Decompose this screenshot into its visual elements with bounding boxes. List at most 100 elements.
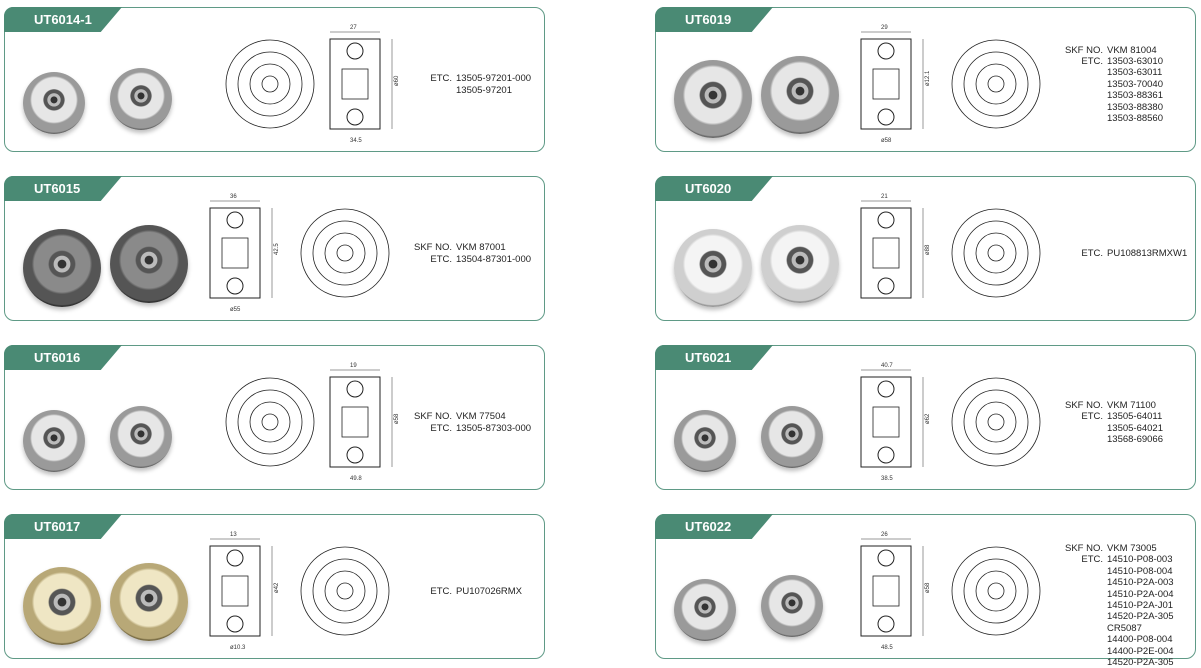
oem-number-row: 13503-88560: [1061, 113, 1163, 124]
bearing-ball: [877, 615, 895, 633]
oem-number-row: 14510-P2A-003: [1061, 577, 1174, 588]
skf-number-row: SKF NO.VKM 77504: [410, 411, 531, 422]
cross-section-outline: [209, 545, 261, 637]
oem-number: 14510-P08-004: [1107, 565, 1173, 577]
skf-number: VKM 71100: [1107, 399, 1156, 411]
bearing-ball: [877, 211, 895, 229]
etc-label: [1061, 102, 1107, 113]
product-code-tab: UT6021: [655, 345, 773, 370]
oem-number-row: ETC.13505-87303-000: [410, 423, 531, 434]
front-view-circle: [975, 232, 1017, 274]
etc-label: [1061, 634, 1107, 645]
dimension-label: 49.8: [350, 476, 362, 482]
front-view-circle: [951, 546, 1041, 636]
dimension-label: 26: [881, 532, 888, 538]
front-view-circle: [237, 389, 303, 455]
front-view-circle: [336, 582, 354, 600]
front-view-circle: [261, 75, 279, 93]
oem-number: 14510-P2A-J01: [1107, 600, 1174, 612]
product-photos: [15, 545, 205, 655]
product-code-tab: UT6015: [4, 176, 122, 201]
oem-number-row: 14400-P08-004: [1061, 634, 1174, 645]
front-view-circle: [300, 208, 390, 298]
pulley-photo: [23, 72, 85, 134]
dimension-label: ø58: [881, 138, 892, 144]
oem-number-row: 13503-63011: [1061, 67, 1163, 78]
bearing-ball: [877, 277, 895, 295]
oem-number-row: ETC.PU107026RMX: [410, 586, 522, 597]
oem-number: 14400-P08-004: [1107, 634, 1173, 646]
oem-number-row: 13568-69066: [1061, 434, 1163, 445]
front-view-circle: [237, 51, 303, 117]
etc-label: ETC.: [430, 585, 452, 597]
pulley-photo: [110, 563, 188, 641]
bearing-ball: [346, 380, 364, 398]
dimension-label: ø12.1: [925, 70, 931, 86]
etc-label: [1061, 589, 1107, 600]
front-view-circle: [324, 570, 366, 612]
etc-label: ETC.: [430, 253, 452, 265]
front-view-circle: [225, 39, 315, 129]
etc-label: [1061, 646, 1107, 657]
dimension-label: 34.5: [350, 138, 362, 144]
dimension-label: ø42: [274, 582, 280, 593]
etc-label: [1061, 577, 1107, 588]
oem-number: 13505-64011: [1107, 411, 1163, 423]
oem-number-row: ETC.13505-97201-000: [410, 73, 531, 84]
front-view-circle: [963, 220, 1029, 286]
dimension-label: 29: [881, 25, 888, 31]
front-view-circle: [300, 546, 390, 636]
front-view-circle: [261, 413, 279, 431]
product-code-tab: UT6020: [655, 176, 773, 201]
pulley-photo: [674, 579, 736, 641]
reference-numbers: ETC.PU107026RMX: [410, 586, 522, 597]
dimension-label: 40.7: [881, 363, 893, 369]
pulley-photo: [674, 60, 752, 138]
skf-number: VKM 77504: [456, 411, 506, 423]
oem-number: 14520-P2A-305: [1107, 657, 1174, 668]
bore-outline: [872, 68, 900, 100]
dimension-label: ø58: [925, 582, 931, 593]
bearing-ball: [226, 615, 244, 633]
bearing-ball: [346, 42, 364, 60]
oem-number: 13505-97201-000: [456, 73, 532, 85]
pulley-photo: [23, 229, 101, 307]
oem-number: 14510-P2A-003: [1107, 577, 1174, 589]
etc-label: [410, 85, 456, 96]
bearing-ball: [226, 277, 244, 295]
front-view-circle: [963, 389, 1029, 455]
bearing-ball: [877, 446, 895, 464]
oem-number-row: ETC.14510-P08-003: [1061, 554, 1174, 565]
cross-section-outline: [209, 207, 261, 299]
bearing-ball: [226, 211, 244, 229]
etc-label: [1061, 90, 1107, 101]
oem-number-row: 14510-P08-004: [1061, 566, 1174, 577]
oem-number: 13504-87301-000: [456, 253, 532, 265]
oem-number: 13505-97201: [456, 84, 512, 96]
skf-number: VKM 81004: [1107, 44, 1157, 56]
oem-number-row: 13503-70040: [1061, 79, 1163, 90]
bore-outline: [872, 406, 900, 438]
pulley-photo: [674, 229, 752, 307]
etc-label: [1061, 113, 1107, 124]
oem-number-row: ETC. 13504-87301-000: [410, 254, 531, 265]
bearing-ball: [877, 42, 895, 60]
dimension-label: 38.5: [881, 476, 893, 482]
front-view-circle: [963, 558, 1029, 624]
oem-number: 13503-63011: [1107, 67, 1163, 79]
front-view-circle: [249, 401, 291, 443]
dimension-label: 27: [350, 25, 357, 31]
oem-number-row: ETC.13505-64011: [1061, 411, 1163, 422]
etc-label: [1061, 611, 1107, 622]
dimension-label: 48.5: [881, 645, 893, 651]
product-code-tab: UT6017: [4, 514, 122, 539]
